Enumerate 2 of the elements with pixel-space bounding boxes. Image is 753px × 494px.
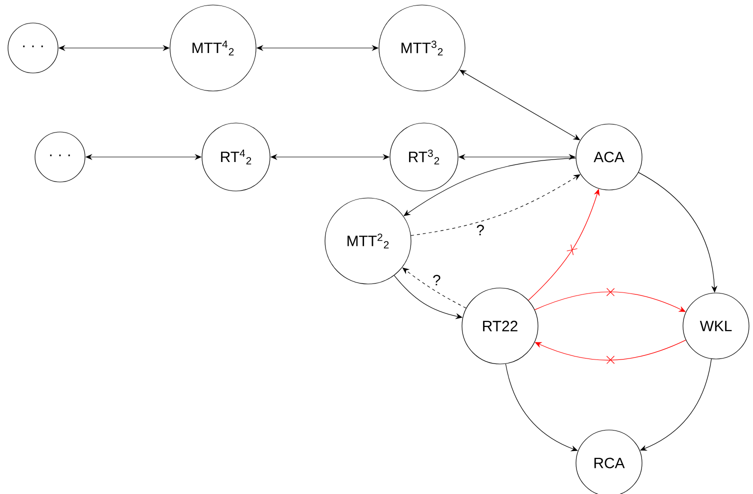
edge-label: ? (475, 224, 486, 236)
edge-label: ? (432, 274, 442, 286)
